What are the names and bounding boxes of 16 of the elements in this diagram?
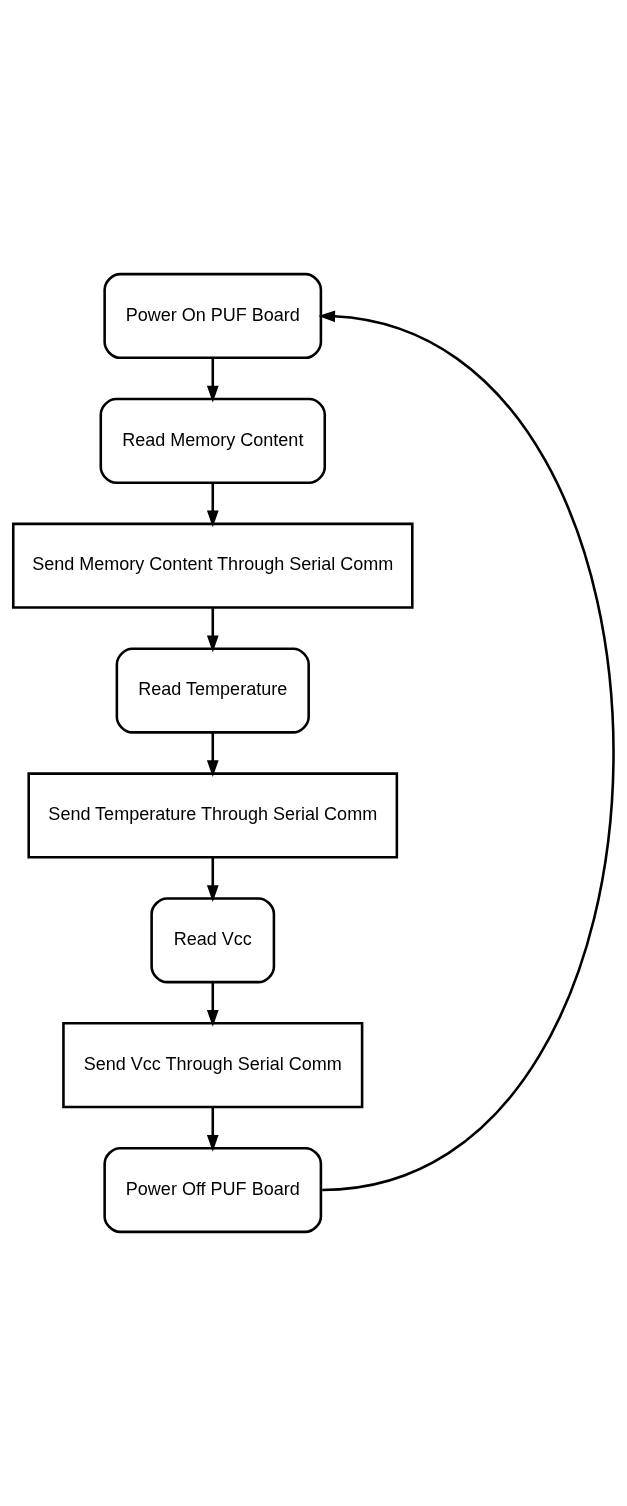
arrow [318, 310, 615, 1192]
node-box: Send Vcc Through Serial Comm [62, 1022, 364, 1109]
node-box: Read Temperature [115, 647, 310, 734]
node-box: Send Temperature Through Serial Comm [27, 772, 399, 859]
arrow [206, 732, 219, 778]
node-box: Read Memory Content [99, 397, 327, 484]
node-box: Power On PUF Board [103, 272, 323, 360]
arrow [206, 358, 219, 403]
node-box: Power Off PUF Board [103, 1146, 323, 1234]
arrow [206, 607, 219, 653]
arrow [206, 1107, 219, 1152]
node-box: Send Memory Content Through Serial Comm [11, 522, 414, 609]
arrow [206, 857, 219, 902]
arrow [206, 482, 219, 528]
arrow [206, 982, 219, 1027]
node-box: Read Vcc [150, 897, 276, 984]
